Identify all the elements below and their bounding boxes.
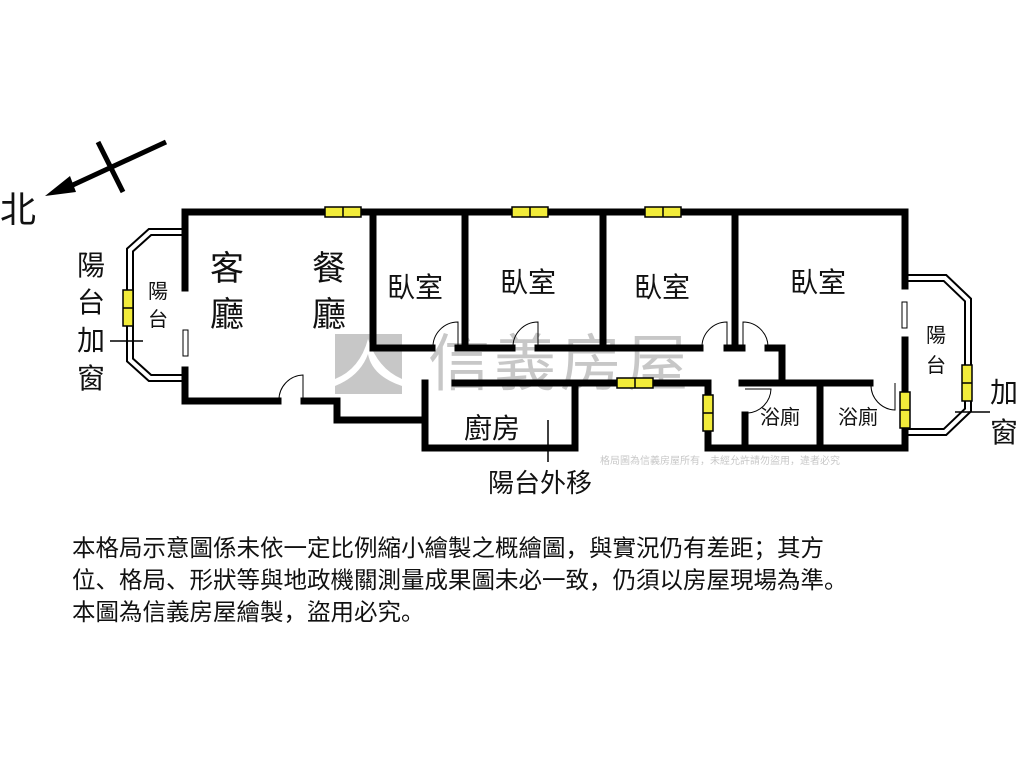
leader-lines xyxy=(110,340,990,462)
watermark-notice: 格局圖為信義房屋所有，未經允許請勿盜用，違者必究 xyxy=(600,454,840,467)
bedroom-label: 臥室 xyxy=(387,271,443,304)
added-window-label: 窗 xyxy=(990,416,1018,449)
balcony-label: 陽 xyxy=(148,279,168,303)
balcony-window-label: 加 xyxy=(77,324,105,357)
balcony-window-label: 台 xyxy=(77,286,105,319)
disclaimer-line: 本格局示意圖係未依一定比例縮小繪製之概繪圖，與實況仍有差距；其方 xyxy=(72,534,824,562)
bathroom-label: 浴廁 xyxy=(760,405,800,429)
north-arrow-icon xyxy=(45,139,168,196)
balcony-label: 台 xyxy=(148,307,168,331)
bedroom-label: 臥室 xyxy=(790,266,846,299)
windows xyxy=(122,206,973,432)
sliding-door xyxy=(182,301,908,357)
balcony-window-label: 窗 xyxy=(77,362,105,395)
living-room-label: 廳 xyxy=(210,295,244,335)
balcony-moved-label: 陽台外移 xyxy=(488,469,592,499)
dining-room-label: 廳 xyxy=(312,295,346,335)
bedroom-label: 臥室 xyxy=(634,271,690,304)
bathroom-label: 浴廁 xyxy=(838,405,878,429)
door-swings xyxy=(278,321,896,414)
balcony-window-label: 陽 xyxy=(77,249,105,282)
north-label: 北 xyxy=(0,190,36,231)
added-window-label: 加 xyxy=(990,376,1018,409)
dining-room-label: 餐 xyxy=(312,249,346,289)
bedroom-label: 臥室 xyxy=(500,266,556,299)
disclaimer-line: 本圖為信義房屋繪製，盜用必究。 xyxy=(72,598,425,626)
balcony-label: 陽 xyxy=(926,323,946,347)
living-room-label: 客 xyxy=(210,249,244,289)
disclaimer: 本格局示意圖係未依一定比例縮小繪製之概繪圖，與實況仍有差距；其方 位、格局、形狀… xyxy=(72,532,972,628)
kitchen-label: 廚房 xyxy=(464,412,520,445)
balcony-label: 台 xyxy=(926,353,946,377)
disclaimer-line: 位、格局、形狀等與地政機關測量成果圖未必一致，仍須以房屋現場為準。 xyxy=(72,566,848,594)
